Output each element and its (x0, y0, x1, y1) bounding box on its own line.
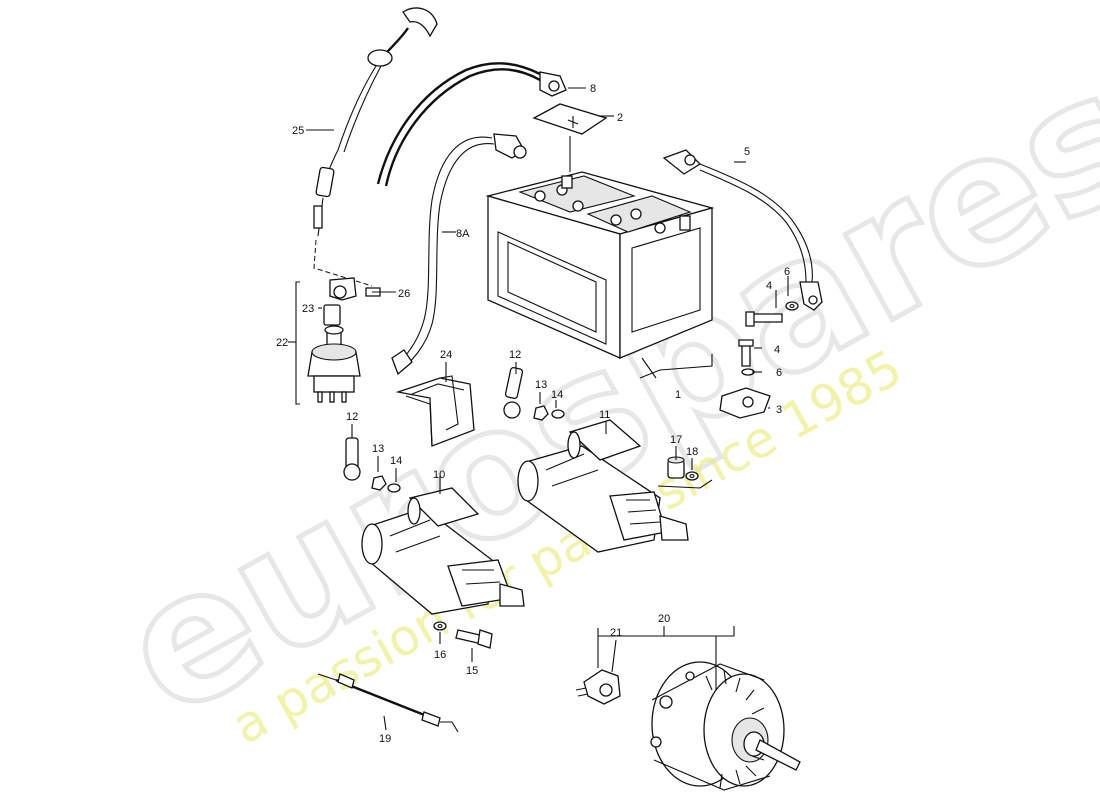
callout-16[interactable]: 16 (434, 649, 446, 661)
callout-25[interactable]: 25 (292, 125, 304, 137)
callout-5[interactable]: 5 (744, 146, 750, 158)
ignition-switch-assembly[interactable] (307, 277, 381, 403)
terminal-12-upper[interactable] (503, 366, 565, 421)
fasteners-right[interactable] (719, 301, 799, 419)
callout-22[interactable]: 22 (276, 337, 288, 349)
bolt-15[interactable] (455, 629, 493, 649)
callout-19[interactable]: 19 (379, 733, 391, 745)
callout-6-lower[interactable]: 6 (776, 367, 782, 379)
callout-1[interactable]: 1 (675, 389, 681, 401)
callout-12-lower[interactable]: 12 (346, 411, 358, 423)
cable-25[interactable] (313, 7, 438, 287)
callout-8a[interactable]: 8A (456, 228, 470, 240)
washer-16[interactable] (433, 621, 447, 631)
callout-6-upper[interactable]: 6 (784, 266, 790, 278)
watermark-brand: eurospares (90, 30, 1100, 757)
regulator-21[interactable] (575, 669, 621, 705)
callout-4-upper[interactable]: 4 (766, 280, 772, 292)
terminal-12-lower[interactable] (343, 437, 401, 493)
starter-motor-10[interactable] (361, 487, 525, 615)
callout-21[interactable]: 21 (610, 627, 622, 639)
callout-8[interactable]: 8 (590, 83, 596, 95)
callout-14-lower[interactable]: 14 (390, 455, 402, 467)
watermark: eurospares a passion for parts since 198… (88, 28, 1100, 760)
alternator-20[interactable] (650, 661, 801, 791)
callout-14-upper[interactable]: 14 (551, 389, 563, 401)
callout-13-upper[interactable]: 13 (535, 379, 547, 391)
callout-23[interactable]: 23 (302, 303, 314, 315)
callout-17[interactable]: 17 (670, 434, 682, 446)
cable-8[interactable] (376, 62, 567, 187)
battery[interactable] (485, 171, 715, 379)
callout-26[interactable]: 26 (398, 288, 410, 300)
callout-15[interactable]: 15 (466, 665, 478, 677)
cable-5[interactable] (662, 149, 823, 311)
bushing-17[interactable] (667, 456, 685, 479)
callout-24[interactable]: 24 (440, 349, 452, 361)
callout-18[interactable]: 18 (686, 446, 698, 458)
starter-motor-11[interactable] (517, 419, 689, 553)
callout-11[interactable]: 11 (599, 409, 610, 421)
callout-10[interactable]: 10 (433, 469, 445, 481)
callout-2[interactable]: 2 (617, 112, 623, 124)
callout-3[interactable]: 3 (776, 404, 782, 416)
bracket-2[interactable] (532, 103, 608, 172)
callout-20[interactable]: 20 (658, 613, 670, 625)
leader-lines (288, 87, 789, 731)
callout-13-lower[interactable]: 13 (372, 443, 384, 455)
cable-8a[interactable] (391, 133, 527, 376)
washer-18[interactable] (657, 471, 713, 489)
callout-12-upper[interactable]: 12 (509, 349, 521, 361)
callout-4-lower[interactable]: 4 (774, 344, 780, 356)
rod-19[interactable] (317, 673, 459, 733)
callout-labels: 1 2 3 4 4 5 6 6 8 8A 10 11 12 12 13 13 1… (276, 83, 790, 745)
